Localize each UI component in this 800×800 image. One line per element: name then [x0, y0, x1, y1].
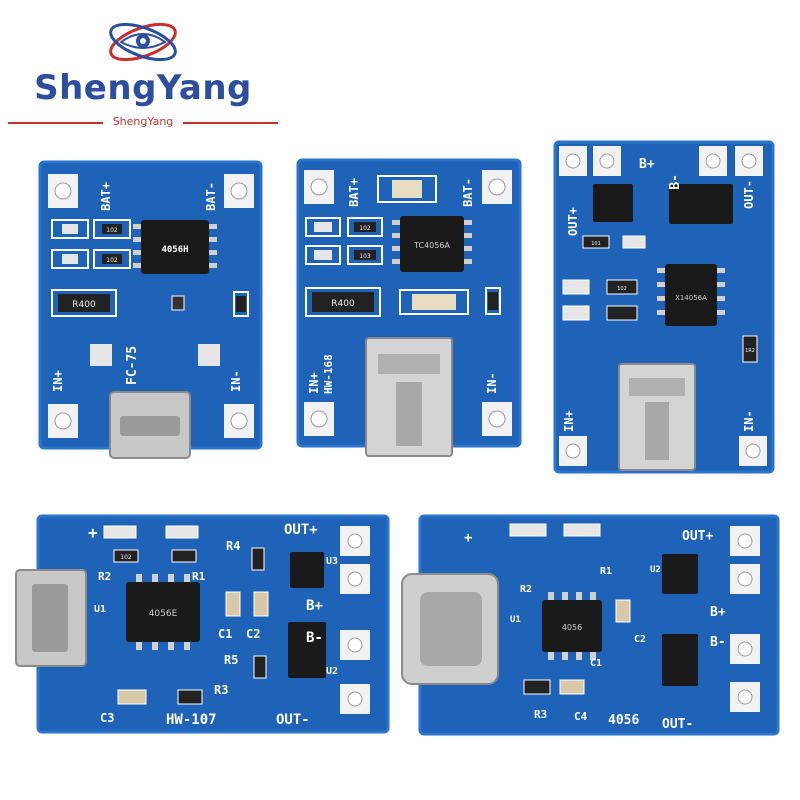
- label-b-minus: B-: [710, 635, 726, 650]
- label-out-minus: OUT-: [662, 717, 693, 732]
- label-u1: U1: [510, 615, 521, 625]
- label-u1: U1: [94, 604, 106, 615]
- label-r2: R2: [520, 584, 532, 595]
- usb-c-port: [402, 574, 498, 684]
- micro-usb-port: [110, 392, 190, 458]
- ic-chip: 4056H: [133, 220, 217, 274]
- label-b-plus: B+: [639, 157, 655, 172]
- ic-chip: 4056E: [126, 574, 200, 650]
- label-in-plus: IN+: [51, 370, 65, 392]
- label-model: HW-107: [166, 712, 217, 728]
- eye-emblem-icon: [8, 8, 278, 68]
- chip-marking: 4056H: [161, 245, 188, 255]
- label-u2: U2: [650, 565, 661, 575]
- label-out-minus: OUT-: [276, 712, 310, 728]
- chip-marking: 4056E: [149, 609, 178, 619]
- label-bat-minus: BAT-: [461, 178, 475, 207]
- label-in-minus: IN-: [229, 370, 243, 392]
- micro-usb-port: [16, 570, 86, 666]
- label-r1: R1: [600, 566, 612, 577]
- label-out-plus: OUT+: [682, 529, 713, 544]
- board-mini-usb-protected: X14056A 101 102 1R2 B+ B- OUT+ OUT- IN+ …: [553, 140, 778, 476]
- label-plus: +: [464, 530, 472, 546]
- label-r3: R3: [534, 708, 547, 721]
- mini-usb-port: [619, 364, 695, 470]
- resistor-label: 102: [120, 554, 132, 561]
- label-r4: R4: [226, 539, 240, 553]
- label-r1: R1: [192, 570, 206, 583]
- ic-chip: X14056A: [657, 264, 725, 326]
- label-u2: U2: [326, 666, 338, 677]
- label-c2: C2: [246, 627, 260, 641]
- label-c2: C2: [634, 634, 646, 645]
- label-in-plus: IN+: [562, 410, 576, 432]
- label-b-plus: B+: [710, 605, 726, 620]
- board-hw-107: 4056E 102 + OUT+ B+ B- OUT- HW-107 C3 R2…: [14, 512, 398, 738]
- label-in-minus: IN-: [742, 410, 756, 432]
- resistor-label: 103: [359, 253, 371, 260]
- label-r5: R5: [224, 653, 238, 667]
- label-b-plus: B+: [306, 598, 323, 614]
- label-model: FC-75: [125, 346, 140, 385]
- label-c4: C4: [574, 710, 588, 723]
- label-bat-plus: BAT+: [347, 178, 361, 207]
- chip-marking: TC4056A: [413, 241, 450, 250]
- mini-usb-port: [366, 338, 452, 456]
- sense-resistor: R400: [72, 300, 96, 310]
- brand-name: ShengYang: [8, 68, 278, 108]
- board-micro-usb: 4056H 102 102 R400 BAT+ BAT- IN+ IN- FC-…: [38, 160, 263, 460]
- chip-marking: 4056: [562, 623, 582, 632]
- resistor-label: 102: [359, 225, 371, 232]
- label-c1: C1: [218, 627, 232, 641]
- label-out-minus: OUT-: [742, 180, 756, 209]
- label-r3: R3: [214, 683, 228, 697]
- label-r2: R2: [98, 570, 111, 583]
- brand-tagline: ShengYang: [8, 115, 278, 128]
- label-out-plus: OUT+: [566, 207, 580, 236]
- label-b-minus: B-: [668, 174, 683, 190]
- resistor-label: 102: [617, 286, 627, 292]
- resistor-label: 1R2: [745, 348, 755, 354]
- board-usb-c: 4056 + OUT+ B+ B- OUT- 4056 R2 R1 C1 C2 …: [400, 512, 788, 738]
- label-model: HW-168: [322, 354, 335, 394]
- label-u3: U3: [326, 556, 338, 567]
- ic-chip: TC4056A: [392, 216, 472, 272]
- resistor-label: 102: [106, 257, 118, 264]
- label-plus: +: [88, 523, 98, 542]
- board-mini-usb: TC4056A 102 103 R400 BAT+ BAT- IN+ HW-16…: [296, 158, 528, 460]
- label-out-plus: OUT+: [284, 522, 318, 538]
- label-in-plus: IN+: [307, 372, 321, 394]
- resistor-label: 101: [591, 241, 601, 247]
- label-bat-minus: BAT-: [204, 182, 218, 211]
- resistor-label: 102: [106, 227, 118, 234]
- chip-marking: X14056A: [675, 294, 707, 302]
- label-c3: C3: [100, 711, 114, 725]
- sense-resistor: R400: [331, 299, 355, 309]
- ic-chip: 4056: [542, 592, 602, 660]
- label-c1: C1: [590, 658, 602, 669]
- label-bat-plus: BAT+: [99, 182, 113, 211]
- label-model: 4056: [608, 713, 639, 728]
- label-b-minus: B-: [306, 630, 323, 646]
- label-in-minus: IN-: [485, 372, 499, 394]
- brand-logo: ShengYang ShengYang: [8, 8, 278, 133]
